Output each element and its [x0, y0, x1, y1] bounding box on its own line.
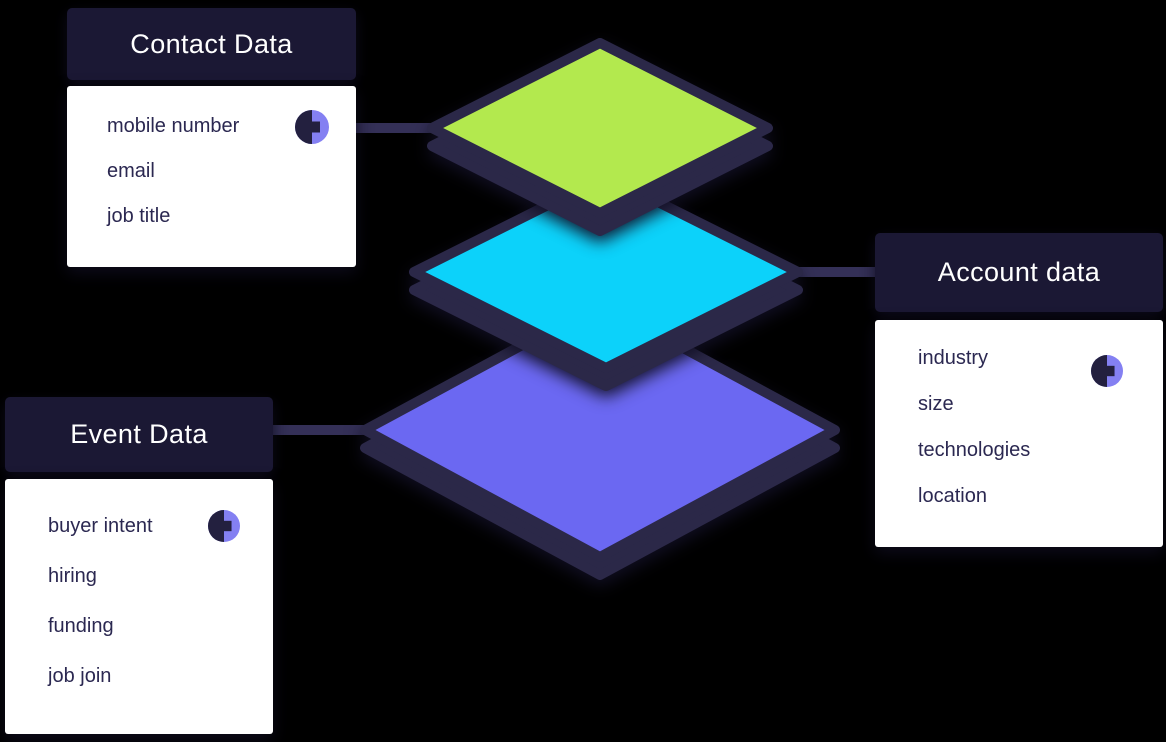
item-label: email: [107, 160, 155, 182]
event-data-card-body: buyer intent hiring funding job join: [5, 479, 273, 734]
contact-connector-line: [350, 123, 445, 133]
contact-data-layer: [427, 38, 773, 236]
contact-data-card-header: Contact Data: [67, 8, 356, 80]
list-item: funding: [48, 601, 273, 651]
account-layer-face: [409, 171, 803, 373]
icon-notch: [311, 121, 320, 133]
item-label: funding: [48, 614, 114, 637]
item-label: job join: [48, 664, 112, 687]
split-circle-icon: [208, 510, 240, 542]
item-label: buyer intent: [48, 514, 153, 537]
event-data-list: buyer intent hiring funding job join: [5, 479, 273, 701]
contact-data-card-body: mobile number email job title: [67, 86, 356, 267]
account-data-card-body: industry size technologies location: [875, 320, 1163, 547]
list-item: size: [918, 381, 1163, 427]
account-data-card: Account data industry size technologies …: [875, 233, 1163, 547]
contact-layer-face: [427, 38, 773, 218]
list-item: location: [918, 473, 1163, 519]
contact-data-card-title: Contact Data: [130, 28, 293, 59]
item-label: technologies: [918, 438, 1031, 461]
list-item: email: [107, 149, 356, 194]
item-label: hiring: [48, 564, 97, 587]
event-data-layer: [360, 298, 840, 580]
item-label: location: [918, 484, 987, 507]
list-item: job title: [107, 194, 356, 239]
split-circle-icon: [1091, 355, 1123, 387]
list-item: mobile number: [107, 104, 356, 149]
event-data-card: Event Data buyer intent hiring funding j…: [5, 397, 273, 734]
event-layer-face: [360, 298, 840, 562]
list-item: job join: [48, 651, 273, 701]
event-data-card-header: Event Data: [5, 397, 273, 472]
account-connector-line: [790, 267, 878, 277]
list-item: industry: [918, 335, 1163, 381]
item-label: size: [918, 392, 954, 415]
account-data-layer: [409, 171, 803, 391]
icon-notch: [223, 520, 232, 532]
list-item: technologies: [918, 427, 1163, 473]
contact-data-list: mobile number email job title: [67, 86, 356, 239]
account-data-card-header: Account data: [875, 233, 1163, 312]
icon-dark-half: [208, 510, 224, 542]
icon-notch: [1106, 365, 1115, 377]
event-data-card-title: Event Data: [70, 419, 208, 449]
item-label: job title: [107, 205, 171, 227]
account-data-card-title: Account data: [937, 257, 1101, 287]
icon-dark-half: [1091, 355, 1107, 387]
contact-data-card: Contact Data mobile number email job tit…: [67, 8, 356, 267]
event-connector-line: [260, 425, 375, 435]
split-circle-icon: [295, 110, 329, 144]
icon-dark-half: [295, 110, 312, 144]
list-item: hiring: [48, 551, 273, 601]
list-item: buyer intent: [48, 501, 273, 551]
item-label: mobile number: [107, 115, 240, 137]
account-data-list: industry size technologies location: [875, 320, 1163, 519]
item-label: industry: [918, 346, 989, 369]
